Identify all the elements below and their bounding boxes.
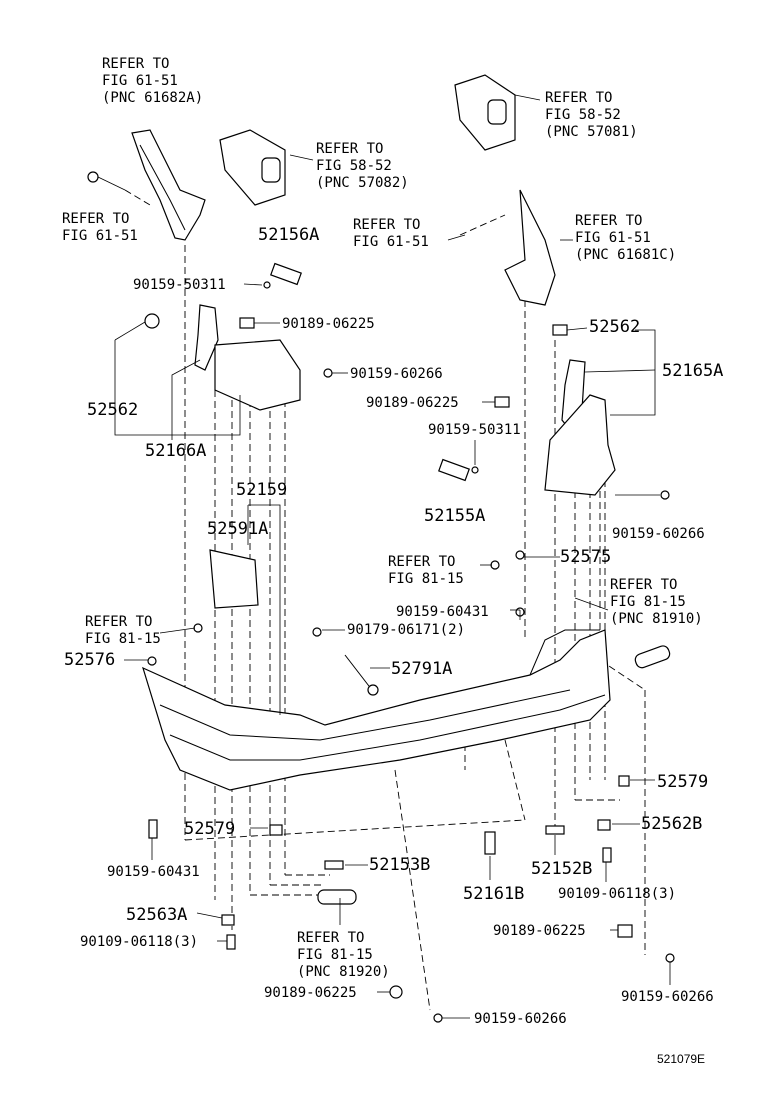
reference-line: FIG 61-51 [353, 234, 429, 250]
part-52579-right: 52579 [657, 772, 708, 792]
part-90189-06225-right: 90189-06225 [493, 923, 586, 939]
part-52155a: 52155A [424, 506, 485, 526]
reference-line: (PNC 61681C) [575, 247, 676, 263]
part-52575: 52575 [560, 547, 611, 567]
part-52165a: 52165A [662, 361, 723, 381]
part-sketches [87, 74, 675, 1023]
reference-line: FIG 81-15 [297, 947, 373, 963]
reference-line: FIG 61-51 [575, 230, 651, 246]
part-90109-06118-right: 90109-06118(3) [558, 886, 676, 902]
reference-line: FIG 58-52 [316, 158, 392, 174]
reference-line: (PNC 81920) [297, 964, 390, 980]
part-90159-50311-top: 90159-50311 [133, 277, 226, 293]
part-90159-60266-right: 90159-60266 [612, 526, 705, 542]
part-52159: 52159 [236, 480, 287, 500]
part-52562-left: 52562 [87, 400, 138, 420]
part-52791a: 52791A [391, 659, 452, 679]
reference-line: FIG 81-15 [610, 594, 686, 610]
reference-line: (PNC 81910) [610, 611, 703, 627]
part-52579-left: 52579 [184, 819, 235, 839]
reference-line: REFER TO [575, 213, 642, 229]
part-52153b: 52153B [369, 855, 430, 875]
part-52562b: 52562B [641, 814, 702, 834]
reference-line: FIG 81-15 [388, 571, 464, 587]
part-52576: 52576 [64, 650, 115, 670]
reference-line: REFER TO [316, 141, 383, 157]
leader-lines [97, 94, 671, 1019]
reference-line: REFER TO [353, 217, 420, 233]
reference-line: FIG 58-52 [545, 107, 621, 123]
part-90189-06225-mid: 90189-06225 [366, 395, 459, 411]
part-90159-60266-mid: 90159-60266 [350, 366, 443, 382]
part-52562-right: 52562 [589, 317, 640, 337]
reference-line: (PNC 57081) [545, 124, 638, 140]
part-90159-60431-mid: 90159-60431 [396, 604, 489, 620]
part-90159-50311-mid: 90159-50311 [428, 422, 521, 438]
part-52156a: 52156A [258, 225, 319, 245]
reference-line: REFER TO [102, 56, 169, 72]
reference-line: REFER TO [610, 577, 677, 593]
diagram-id: 521079E [657, 1052, 705, 1066]
reference-line: (PNC 57082) [316, 175, 409, 191]
part-52166a: 52166A [145, 441, 206, 461]
part-90179-06171: 90179-06171(2) [347, 622, 465, 638]
part-52161b: 52161B [463, 884, 524, 904]
reference-line: FIG 61-51 [62, 228, 138, 244]
reference-line: REFER TO [388, 554, 455, 570]
reference-line: (PNC 61682A) [102, 90, 203, 106]
reference-line: REFER TO [545, 90, 612, 106]
part-52563a: 52563A [126, 905, 187, 925]
part-52591a: 52591A [207, 519, 268, 539]
part-90109-06118-left: 90109-06118(3) [80, 934, 198, 950]
part-90189-06225-top: 90189-06225 [282, 316, 375, 332]
part-90159-60266-right-bottom: 90159-60266 [621, 989, 714, 1005]
part-90189-06225-bottom: 90189-06225 [264, 985, 357, 1001]
reference-line: REFER TO [297, 930, 364, 946]
reference-line: FIG 61-51 [102, 73, 178, 89]
part-90159-60266-bottom: 90159-60266 [474, 1011, 567, 1027]
reference-line: REFER TO [62, 211, 129, 227]
reference-line: FIG 81-15 [85, 631, 161, 647]
reference-line: REFER TO [85, 614, 152, 630]
part-90159-60431-left: 90159-60431 [107, 864, 200, 880]
part-number-labels: 52156A 90159-50311 90189-06225 90159-602… [64, 225, 723, 1027]
part-52152b: 52152B [531, 859, 592, 879]
